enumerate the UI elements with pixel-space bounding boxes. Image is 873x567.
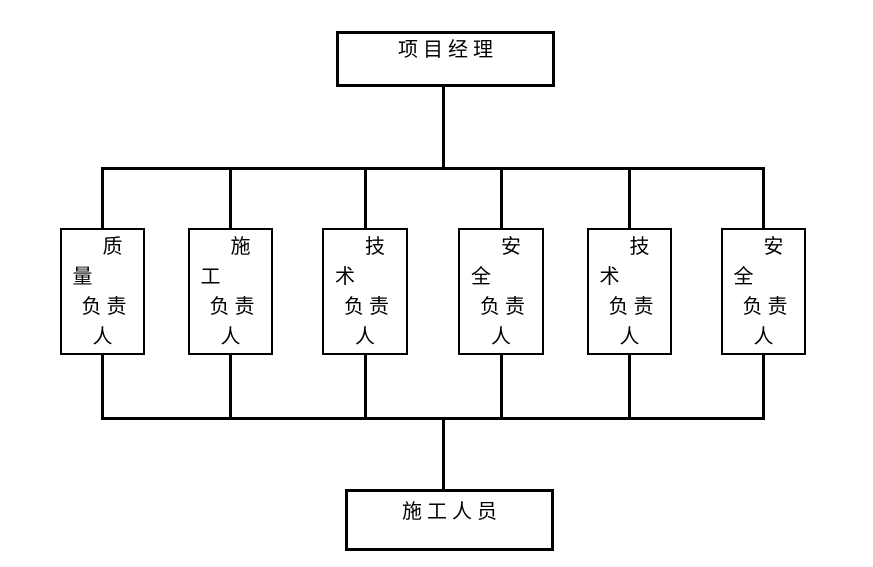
box-line: 负责 bbox=[608, 296, 659, 318]
connector-riser-2 bbox=[228, 353, 232, 419]
box-line: 技 bbox=[629, 236, 650, 258]
connector-riser-5 bbox=[627, 353, 631, 419]
box-line: 全 bbox=[471, 266, 491, 288]
connector-top-bus bbox=[100, 167, 765, 170]
connector-bottom-bus bbox=[100, 417, 765, 420]
connector-riser-6 bbox=[761, 353, 765, 419]
box-line: 术 bbox=[335, 266, 355, 288]
box-line: 负责 bbox=[344, 296, 394, 318]
connector-staff-stem bbox=[441, 418, 445, 490]
box-construction-leader: 施 工 负责 人 bbox=[188, 228, 273, 355]
box-line: 负责 bbox=[742, 296, 793, 318]
box-line: 人 bbox=[92, 326, 113, 348]
box-technical-leader-2: 技 术 负责 人 bbox=[587, 228, 672, 355]
connector-drop-6 bbox=[761, 167, 765, 230]
box-line: 安 bbox=[763, 236, 784, 258]
box-technical-leader-1: 技 术 负责 人 bbox=[322, 228, 408, 355]
box-line: 全 bbox=[733, 266, 754, 288]
box-quality-leader: 质 量 负责 人 bbox=[60, 228, 145, 355]
box-line: 负责 bbox=[480, 296, 530, 318]
box-safety-leader-1: 安 全 负责 人 bbox=[458, 228, 544, 355]
connector-drop-4 bbox=[499, 167, 503, 230]
connector-riser-4 bbox=[499, 353, 503, 419]
connector-drop-3 bbox=[363, 167, 367, 230]
box-line: 人 bbox=[355, 326, 375, 348]
box-line: 人 bbox=[491, 326, 511, 348]
box-project-manager: 项目经理 bbox=[336, 31, 555, 87]
connector-drop-5 bbox=[627, 167, 631, 230]
connector-drop-2 bbox=[228, 167, 232, 230]
box-line: 工 bbox=[200, 266, 221, 288]
project-manager-label: 项目经理 bbox=[398, 39, 498, 61]
box-line: 人 bbox=[753, 326, 774, 348]
box-line: 施 bbox=[230, 236, 251, 258]
construction-staff-label: 施工人员 bbox=[402, 501, 502, 523]
box-line: 人 bbox=[220, 326, 241, 348]
box-line: 质 bbox=[102, 236, 123, 258]
connector-root-stem bbox=[441, 86, 445, 170]
box-line: 术 bbox=[599, 266, 620, 288]
box-line: 量 bbox=[72, 266, 93, 288]
connector-drop-1 bbox=[100, 167, 104, 230]
box-construction-staff: 施工人员 bbox=[345, 489, 554, 551]
box-line: 安 bbox=[501, 236, 521, 258]
connector-riser-3 bbox=[363, 353, 367, 419]
box-line: 技 bbox=[365, 236, 385, 258]
box-safety-leader-2: 安 全 负责 人 bbox=[721, 228, 806, 355]
box-line: 负责 bbox=[81, 296, 132, 318]
box-line: 人 bbox=[619, 326, 640, 348]
box-line: 负责 bbox=[209, 296, 260, 318]
connector-riser-1 bbox=[100, 353, 104, 419]
